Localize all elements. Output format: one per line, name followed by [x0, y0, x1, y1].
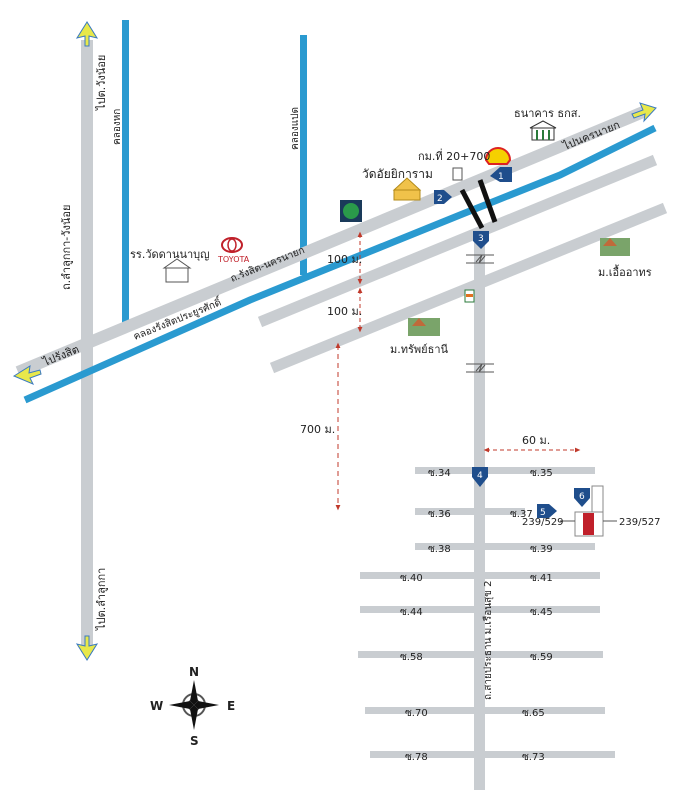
- marker-1-icon: 1: [490, 167, 512, 182]
- label-temple: วัดอัยยิการาม: [362, 167, 433, 181]
- compass-w: W: [150, 699, 163, 713]
- soi-right-label: ซ.65: [522, 708, 545, 719]
- marker-4-icon: 4: [472, 467, 488, 487]
- soi-right-label: ซ.45: [530, 607, 553, 618]
- label-dist-1: 100 ม.: [327, 253, 362, 266]
- label-canal-8: คลองแปด: [290, 107, 301, 150]
- soi-right-label: ซ.59: [530, 652, 553, 663]
- village-2-icon: [408, 318, 440, 336]
- diagonal-road-2: [257, 154, 658, 328]
- toyota-logo-icon: [221, 237, 243, 253]
- marker-2-label: 2: [437, 194, 443, 204]
- label-west-road-south: ไปต.ลำลูกกา: [95, 568, 108, 631]
- soi-left-label: ซ.44: [400, 607, 423, 618]
- logo-circle-icon: [340, 200, 362, 222]
- soi-left-label: ซ.36: [428, 509, 451, 520]
- arrow-south-icon: [75, 635, 99, 661]
- soi-left-label: ซ.40: [400, 573, 423, 584]
- label-west-road-name: ถ.ลำลูกกา-วังน้อย: [60, 205, 73, 290]
- label-canal-6: คลองหก: [112, 109, 123, 145]
- compass-s: S: [190, 734, 199, 748]
- school-icon: [162, 258, 192, 283]
- soi-left-label: ซ.38: [428, 544, 451, 555]
- compass-n: N: [189, 665, 199, 679]
- marker-5-label: 5: [540, 508, 546, 518]
- label-west-road-north: ไปต.วังน้อย: [95, 55, 108, 111]
- canal-main: [23, 124, 657, 404]
- compass-rose-icon: [169, 680, 219, 730]
- arrow-west-icon: [12, 365, 42, 385]
- label-village-1: ม.เอื้ออาทร: [598, 264, 652, 279]
- soi-right-label: ซ.37: [510, 509, 533, 520]
- label-toyota: TOYOTA: [217, 255, 250, 264]
- bridge: [459, 179, 498, 230]
- label-plot-left: 239/529: [522, 517, 564, 528]
- soi-left-label: ซ.34: [428, 468, 451, 479]
- target-plot: [560, 485, 617, 537]
- label-dist-4: 60 ม.: [522, 434, 550, 447]
- marker-3-label: 3: [478, 234, 484, 244]
- soi-left-label: ซ.70: [405, 708, 428, 719]
- label-village-2: ม.ทรัพย์ธานี: [390, 343, 448, 356]
- shell-logo-icon: [484, 147, 512, 165]
- seven-eleven-icon: [464, 289, 475, 303]
- label-to-rangsit: ไปรังสิต: [40, 343, 81, 370]
- soi-labels: ซ.34 ซ.35 ซ.36 ซ.37 ซ.38 ซ.39 ซ.40 ซ.41 …: [400, 468, 553, 763]
- marker-6-label: 6: [579, 492, 585, 502]
- marker-5-icon: 5: [537, 504, 557, 518]
- marker-1-label: 1: [498, 172, 504, 182]
- label-bank: ธนาคาร ธกส.: [514, 107, 581, 120]
- label-km-marker: กม.ที่ 20+700: [418, 148, 490, 163]
- soi-right-label: ซ.39: [530, 544, 553, 555]
- marker-2-icon: 2: [434, 190, 452, 204]
- arrow-north-icon: [75, 21, 99, 47]
- soi-right-label: ซ.73: [522, 752, 545, 763]
- main-road-rangsit-nakhon-nayok: [15, 104, 651, 378]
- arrow-east-icon: [631, 102, 657, 123]
- label-dist-3: 700 ม.: [300, 423, 335, 436]
- label-plot-right: 239/527: [619, 517, 661, 528]
- marker-6-icon: 6: [574, 488, 590, 507]
- marker-4-label: 4: [477, 471, 483, 481]
- soi-right-label: ซ.35: [530, 468, 553, 479]
- bank-icon: [529, 120, 557, 141]
- village-1-icon: [600, 238, 630, 256]
- label-dist-2: 100 ม.: [327, 305, 362, 318]
- soi-left-label: ซ.78: [405, 752, 428, 763]
- compass-e: E: [227, 699, 235, 713]
- soi-left-label: ซ.58: [400, 652, 423, 663]
- canal-6: [122, 20, 129, 330]
- road-break-2: [466, 363, 494, 373]
- temple-icon: [392, 177, 422, 201]
- label-school: รร.วัดดานนาบุญ: [130, 248, 210, 261]
- label-soi-main: ถ.สายประธาน ม.เรือนสุข 2: [482, 580, 494, 700]
- diagonal-road-3: [269, 202, 668, 374]
- soi-streets: [358, 467, 615, 758]
- marker-3-icon: 3: [473, 231, 489, 249]
- km-post-icon: [452, 167, 463, 181]
- road-break-1: [466, 254, 494, 264]
- soi-right-label: ซ.41: [530, 573, 553, 584]
- canal-8: [300, 35, 307, 275]
